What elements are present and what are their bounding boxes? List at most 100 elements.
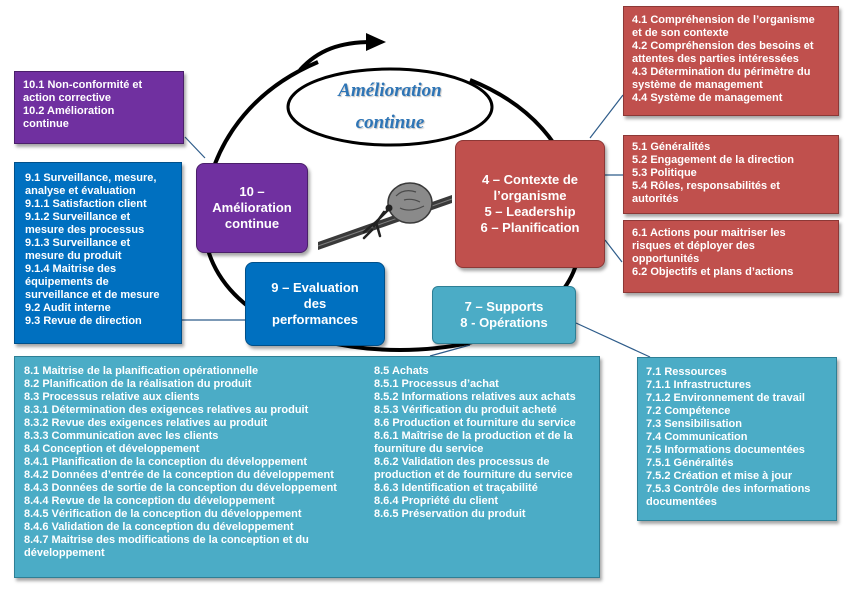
pdca-cycle-arrow: [298, 40, 373, 72]
clause8-item: 8.5.1 Processus d’achat: [374, 378, 499, 390]
clause5-item: 5.1 Généralités: [632, 141, 711, 153]
clause8-item: 8.2 Planification de la réalisation du p…: [24, 378, 252, 390]
clause8-item: développement: [24, 547, 105, 559]
clause9-box: 9.1 Surveillance, mesure, analyse et éva…: [14, 162, 182, 344]
clause8-item: 8.4.3 Données de sortie de la conception…: [24, 482, 337, 494]
context-leadership-planning-box: 4 – Contexte de l’organisme 5 – Leadersh…: [455, 140, 605, 268]
clause7-item: 7.4 Communication: [646, 431, 748, 443]
clause5-item: 5.2 Engagement de la direction: [632, 154, 794, 166]
clause8-item: 8.4.7 Maitrise des modifications de la c…: [24, 534, 309, 546]
clause7-item: 7.1.2 Environnement de travail: [646, 392, 805, 404]
clause8-item: 8.5.3 Vérification du produit acheté: [374, 404, 557, 416]
clause9-item: 9.1.3 Surveillance et: [25, 237, 131, 249]
clause8-item: production et de fourniture du service: [374, 469, 573, 481]
supports-box-line: 7 – Supports: [464, 299, 544, 314]
clause6-item: 6.2 Objectifs et plans d’actions: [632, 266, 794, 278]
clause8-item: 8.6.2 Validation des processus de: [374, 456, 550, 468]
clause9-item: mesure des processus: [25, 224, 145, 236]
evaluation-box-line: 9 – Evaluation: [271, 280, 359, 295]
supports-box-line: 8 - Opérations: [460, 315, 548, 330]
clause4-item: 4.4 Système de management: [632, 92, 783, 104]
clause9-item: surveillance et de mesure: [25, 289, 160, 301]
improvement-box-line: 10 –: [239, 184, 265, 199]
cycle-title-line-2: continue: [355, 112, 425, 133]
clause8-item: 8.1 Maitrise de la planification opérati…: [24, 365, 259, 377]
clause4-item: attentes des parties intéressées: [632, 53, 799, 65]
evaluation-box: 9 – Evaluation des performances: [245, 262, 385, 346]
context-box-line: l’organisme: [493, 188, 567, 203]
clause5-box: 5.1 Généralités 5.2 Engagement de la dir…: [623, 135, 839, 214]
clause4-item: 4.2 Compréhension des besoins et: [632, 40, 814, 52]
clause6-item: opportunités: [632, 253, 700, 265]
clause6-item: risques et déployer des: [632, 240, 755, 252]
boulder-push-icon: [317, 182, 453, 250]
clause8-item: 8.5 Achats: [374, 365, 429, 377]
clause7-item: 7.1 Ressources: [646, 366, 727, 378]
clause9-item: 9.2 Audit interne: [25, 302, 111, 314]
clause4-item: système de management: [632, 79, 763, 91]
cycle-title-line-1: Amélioration: [338, 80, 442, 101]
clause7-item: 7.3 Sensibilisation: [646, 418, 742, 430]
clause8-item: 8.4.1 Planification de la conception du …: [24, 456, 308, 468]
clause7-item: 7.2 Compétence: [646, 405, 731, 417]
clause6-item: 6.1 Actions pour maitriser les: [632, 227, 786, 239]
evaluation-box-line: des: [303, 296, 327, 311]
clause10-item: action corrective: [23, 92, 112, 104]
clause9-item: 9.1.1 Satisfaction client: [25, 198, 147, 210]
context-box-line: 6 – Planification: [480, 220, 580, 235]
clause8-item: 8.6.3 Identification et traçabilité: [374, 482, 538, 494]
clause8-item: 8.4.5 Vérification de la conception du d…: [24, 508, 302, 520]
improvement-box-line: Amélioration: [212, 200, 292, 215]
clause8-item: fourniture du service: [374, 443, 484, 455]
clause7-item: 7.5.3 Contrôle des informations: [646, 483, 811, 495]
context-box-line: 4 – Contexte de: [481, 172, 579, 187]
clause9-item: 9.1.4 Maitrise des: [25, 263, 117, 275]
clause10-item: continue: [23, 118, 69, 130]
improvement-box-line: continue: [224, 216, 280, 231]
clause8-item: 8.3 Processus relative aux clients: [24, 391, 200, 403]
clause8-item: 8.6.1 Maîtrise de la production et de la: [374, 430, 573, 442]
clause4-box: 4.1 Compréhension de l’organisme et de s…: [623, 6, 839, 116]
clause7-item: 7.1.1 Infrastructures: [646, 379, 752, 391]
clause8-item: 8.5.2 Informations relatives aux achats: [374, 391, 576, 403]
clause9-item: analyse et évaluation: [25, 185, 136, 197]
clause9-item: 9.3 Revue de direction: [25, 315, 142, 327]
clause9-item: mesure du produit: [25, 250, 122, 262]
clause7-box: 7.1 Ressources 7.1.1 Infrastructures 7.1…: [637, 357, 837, 521]
clause6-box: 6.1 Actions pour maitriser les risques e…: [623, 220, 839, 293]
clause7-item: 7.5.1 Généralités: [646, 457, 734, 469]
clause8-box: 8.1 Maitrise de la planification opérati…: [14, 356, 600, 578]
clause8-item: 8.4.6 Validation de la conception du dév…: [24, 521, 294, 533]
clause8-item: 8.3.2 Revue des exigences relatives au p…: [24, 417, 268, 429]
clause8-left-column: 8.1 Maitrise de la planification opérati…: [24, 365, 337, 560]
context-box-line: 5 – Leadership: [484, 204, 576, 219]
clause9-item: 9.1 Surveillance, mesure,: [25, 172, 157, 184]
clause4-item: 4.1 Compréhension de l’organisme: [632, 14, 815, 26]
cycle-title: Amélioration continue: [288, 78, 492, 138]
clause8-item: 8.6 Production et fourniture du service: [374, 417, 576, 429]
supports-operations-box: 7 – Supports 8 - Opérations: [432, 286, 576, 344]
clause4-item: et de son contexte: [632, 27, 729, 39]
clause8-item: 8.4 Conception et développement: [24, 443, 200, 455]
clause9-item: 9.1.2 Surveillance et: [25, 211, 131, 223]
clause4-item: 4.3 Détermination du périmètre du: [632, 66, 811, 78]
clause8-right-column: 8.5 Achats 8.5.1 Processus d’achat 8.5.2…: [374, 365, 576, 521]
clause10-box: 10.1 Non-conformité et action corrective…: [14, 71, 184, 144]
clause10-item: 10.2 Amélioration: [23, 105, 115, 117]
clause8-item: 8.3.3 Communication avec les clients: [24, 430, 219, 442]
clause8-item: 8.6.4 Propriété du client: [374, 495, 499, 507]
clause8-item: 8.6.5 Préservation du produit: [374, 508, 526, 520]
improvement-box: 10 – Amélioration continue: [196, 163, 308, 253]
clause9-item: équipements de: [25, 276, 109, 288]
evaluation-box-line: performances: [272, 312, 358, 327]
clause8-item: 8.4.2 Données d’entrée de la conception …: [24, 469, 334, 481]
clause10-item: 10.1 Non-conformité et: [23, 79, 143, 91]
clause7-item: documentées: [646, 496, 717, 508]
title-ellipse: [286, 67, 494, 147]
clause8-item: 8.3.1 Détermination des exigences relati…: [24, 404, 309, 416]
clause5-item: autorités: [632, 193, 679, 205]
clause5-item: 5.3 Politique: [632, 167, 697, 179]
clause8-item: 8.4.4 Revue de la conception du développ…: [24, 495, 275, 507]
clause7-item: 7.5.2 Création et mise à jour: [646, 470, 793, 482]
